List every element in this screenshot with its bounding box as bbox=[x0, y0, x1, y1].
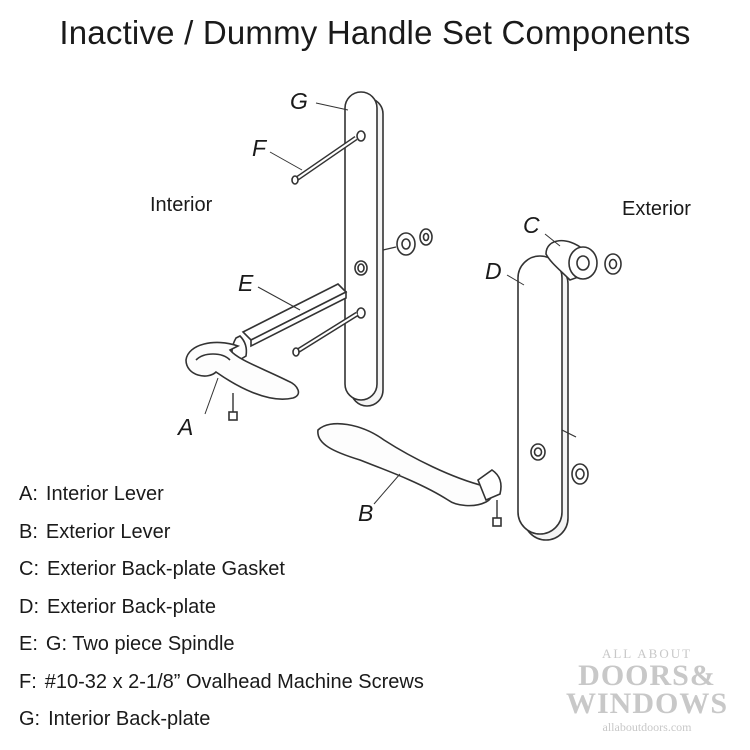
leader-d bbox=[506, 274, 525, 286]
callout-c: C bbox=[523, 212, 540, 238]
interior-washers bbox=[382, 228, 433, 256]
spindle bbox=[241, 283, 348, 348]
exterior-back-plate-gasket bbox=[545, 239, 622, 281]
legend-item-c: C:Exterior Back-plate Gasket bbox=[19, 558, 285, 580]
leader-c bbox=[544, 233, 561, 247]
callout-d: D bbox=[485, 258, 502, 284]
callout-e: E bbox=[238, 270, 254, 296]
watermark-doors-text: DOORS& bbox=[578, 659, 716, 692]
legend-item-d: D:Exterior Back-plate bbox=[19, 595, 216, 618]
legend-item-a: A:Interior Lever bbox=[19, 483, 164, 505]
leader-f bbox=[269, 151, 303, 171]
legend-item-f: F:#10-32 x 2-1/8” Ovalhead Machine Screw… bbox=[19, 670, 424, 693]
watermark-windows-text: WINDOWS bbox=[565, 687, 729, 720]
callout-a: A bbox=[178, 414, 194, 440]
leader-e bbox=[257, 286, 301, 311]
screw-lower bbox=[292, 311, 359, 357]
leader-a bbox=[204, 377, 219, 415]
callout-f: F bbox=[252, 135, 267, 161]
interior-lever bbox=[185, 335, 300, 421]
brand-watermark: ALL ABOUT DOORS& WINDOWS allaboutdoors.c… bbox=[552, 646, 742, 735]
exterior-back-plate bbox=[517, 255, 589, 541]
component-legend: A:Interior Lever B:Exterior Lever C:Exte… bbox=[19, 480, 424, 743]
leader-b bbox=[373, 473, 401, 505]
callout-b: B bbox=[358, 500, 374, 526]
legend-item-b: B:Exterior Lever bbox=[19, 520, 171, 543]
leader-g bbox=[315, 102, 349, 111]
callout-g: G bbox=[290, 88, 308, 114]
exterior-lever bbox=[317, 422, 502, 527]
legend-item-g: G:Interior Back-plate bbox=[19, 708, 211, 730]
exterior-label: Exterior bbox=[622, 198, 691, 220]
interior-back-plate bbox=[344, 91, 384, 407]
legend-item-e: E:G: Two piece Spindle bbox=[19, 633, 235, 655]
interior-label: Interior bbox=[150, 194, 213, 216]
screw-upper bbox=[291, 135, 358, 185]
page-title: Inactive / Dummy Handle Set Components bbox=[59, 14, 691, 51]
watermark-url-text: allaboutdoors.com bbox=[602, 720, 692, 734]
watermark-top-text: ALL ABOUT bbox=[601, 646, 693, 661]
